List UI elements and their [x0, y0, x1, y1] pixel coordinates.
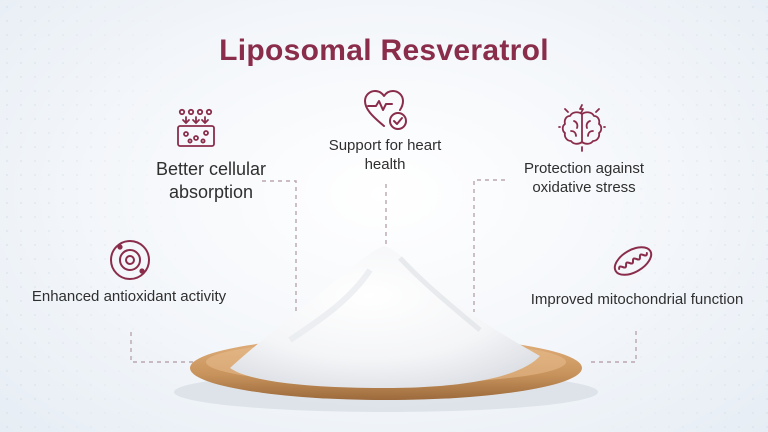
benefit-label-mitochondria: Improved mitochondrial function	[530, 291, 744, 308]
benefit-label-absorption: Better cellular absorption	[155, 159, 267, 202]
page-title: Liposomal Resveratrol	[219, 34, 549, 67]
benefit-label-antioxidant: Enhanced antioxidant activity	[31, 288, 227, 305]
antioxidant-cell-icon	[107, 237, 153, 283]
dish-shadow	[174, 372, 598, 412]
mitochondria-icon	[610, 238, 656, 284]
wooden-dish	[190, 336, 582, 400]
brain-stress-icon	[557, 103, 607, 153]
cell-absorption-icon	[174, 106, 218, 150]
connector-oxidative	[473, 179, 505, 312]
benefit-label-oxidative: Protection against oxidative stress	[523, 160, 645, 196]
powder-pile	[230, 246, 540, 388]
benefit-label-heart: Support for heart health	[328, 137, 442, 173]
heart-check-icon	[362, 88, 410, 132]
